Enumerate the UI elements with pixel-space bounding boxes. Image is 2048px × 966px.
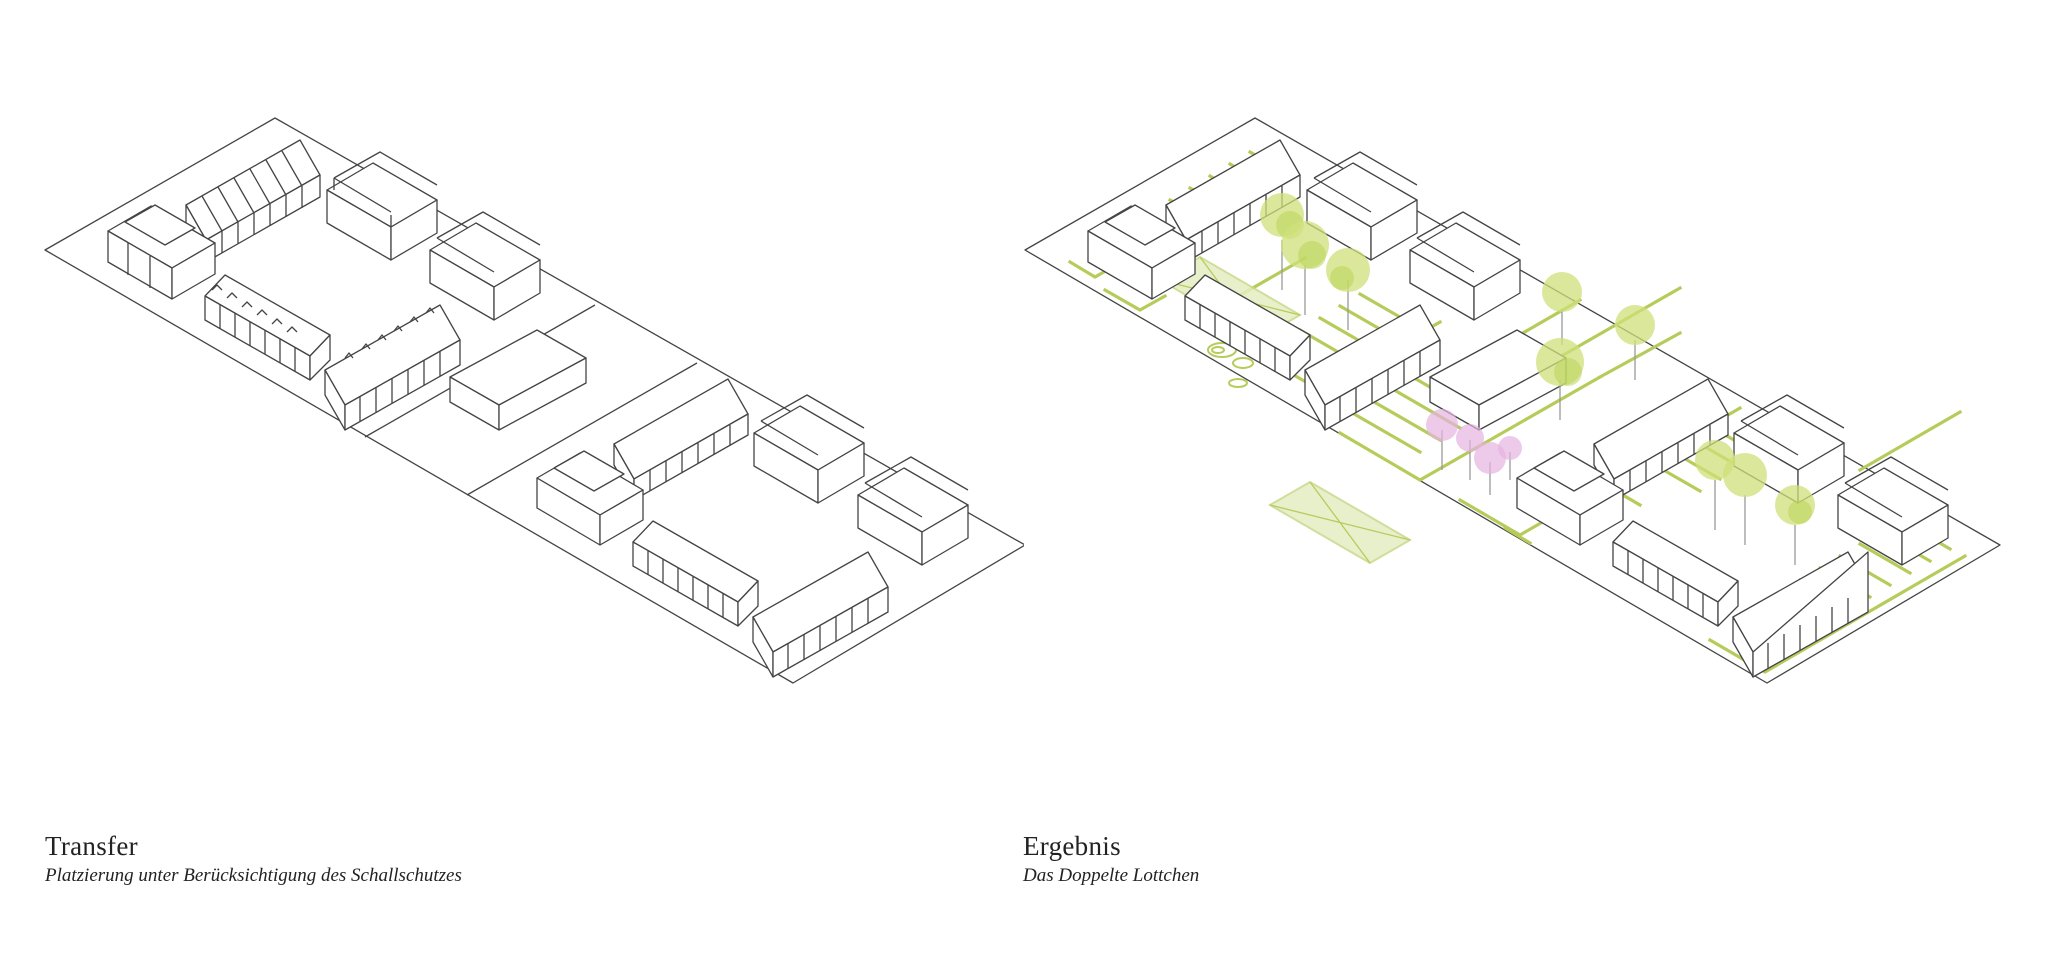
apartment-block-north-2 xyxy=(1409,211,1521,321)
tree xyxy=(1326,248,1370,330)
tree xyxy=(1615,305,1655,380)
transfer-title: Transfer xyxy=(45,831,138,861)
apartment-block-south-2 xyxy=(857,456,969,566)
ergebnis-subtitle: Das Doppelte Lottchen xyxy=(1023,865,1200,886)
street-line-2 xyxy=(466,362,698,496)
tree xyxy=(1281,221,1329,315)
row-house-south-west-2 xyxy=(1612,520,1739,627)
pink-blossom-trees xyxy=(1426,409,1522,495)
ergebnis-panel: Ergebnis Das Doppelte Lottchen xyxy=(1000,0,2024,966)
row-house-south-west-2 xyxy=(632,520,759,627)
row-house-south-east xyxy=(1304,304,1441,431)
transfer-subtitle: Platzierung unter Berücksichtigung des S… xyxy=(45,865,462,886)
tree xyxy=(1474,442,1506,495)
block-2-buildings xyxy=(536,378,969,678)
site-boundary xyxy=(44,117,1024,684)
plaza-south-diagonals xyxy=(1269,481,1411,564)
tree xyxy=(1542,272,1582,345)
apartment-block-north-1 xyxy=(326,151,438,261)
row-house-south-west xyxy=(1184,274,1311,381)
ergebnis-isometric-site-plan xyxy=(1024,117,2001,684)
transfer-caption: Transfer Platzierung unter Berücksichtig… xyxy=(45,830,462,888)
villa-north xyxy=(1087,204,1196,300)
transfer-isometric-site-plan xyxy=(44,117,1024,684)
row-house-north-2 xyxy=(613,378,749,501)
row-house-south-east xyxy=(324,304,461,431)
block-2-buildings xyxy=(1516,378,1949,678)
row-house-north-2 xyxy=(1593,378,1729,501)
apartment-block-south-1 xyxy=(753,394,865,504)
row-house-south-east-2 xyxy=(752,551,889,678)
tree xyxy=(1775,485,1815,565)
green-trees xyxy=(1260,193,1815,565)
central-hall xyxy=(449,329,587,431)
apartment-block-south-1 xyxy=(1733,394,1845,504)
site-boundary xyxy=(1024,117,2001,684)
tree xyxy=(1498,436,1522,480)
villa-south xyxy=(536,450,644,546)
tree xyxy=(1426,409,1458,470)
villa-north xyxy=(107,204,216,300)
block-1-buildings xyxy=(107,139,541,431)
transfer-panel: Transfer Platzierung unter Berücksichtig… xyxy=(44,117,1024,888)
row-house-south-east-2 xyxy=(1732,551,1869,678)
apartment-block-north-1 xyxy=(1306,151,1418,261)
playground-rings xyxy=(1207,342,1254,388)
row-house-south-west xyxy=(204,274,331,381)
tree xyxy=(1536,338,1584,420)
villa-south xyxy=(1516,450,1624,546)
row-house-north xyxy=(1165,139,1301,263)
apartment-block-north-2 xyxy=(429,211,541,321)
tree xyxy=(1456,424,1484,480)
ergebnis-caption: Ergebnis Das Doppelte Lottchen xyxy=(1023,830,1199,888)
block-1-buildings xyxy=(1087,139,1521,431)
ergebnis-title: Ergebnis xyxy=(1023,831,1121,861)
tree xyxy=(1723,453,1767,545)
apartment-block-south-2 xyxy=(1837,456,1949,566)
